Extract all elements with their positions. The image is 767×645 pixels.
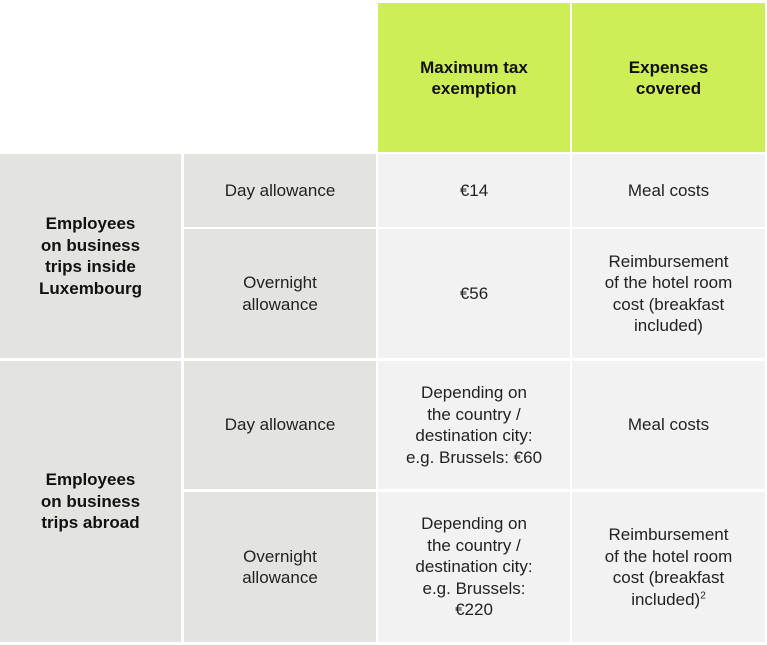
expenses-overnight-allowance-abroad: Reimbursement of the hotel room cost (br… <box>572 492 765 642</box>
exemption-day-allowance-abroad: Depending on the country / destination c… <box>378 361 570 489</box>
row-type-label: Overnight allowance <box>242 546 318 588</box>
expenses-day-allowance-abroad: Meal costs <box>572 361 765 489</box>
exemption-value: Depending on the country / destination c… <box>405 383 543 467</box>
expenses-value: Meal costs <box>627 415 710 435</box>
exemption-overnight-allowance-abroad: Depending on the country / destination c… <box>378 492 570 642</box>
row-type-label: Overnight allowance <box>242 273 318 314</box>
group-label-inside-luxembourg-text: Employees on business trips inside Luxem… <box>39 214 142 298</box>
expenses-overnight-allowance-inside: Reimbursement of the hotel room cost (br… <box>572 229 765 358</box>
expenses-value: Reimbursement of the hotel room cost (br… <box>604 251 733 336</box>
header-expenses-covered-label: Expenses covered <box>628 57 709 98</box>
expenses-text: Reimbursement of the hotel room cost (br… <box>604 525 733 609</box>
exemption-day-allowance-inside: €14 <box>378 154 570 227</box>
group-label-abroad: Employees on business trips abroad <box>0 361 181 642</box>
group-label-inside-luxembourg: Employees on business trips inside Luxem… <box>0 154 181 358</box>
expenses-day-allowance-inside: Meal costs <box>572 154 765 227</box>
header-max-tax-exemption-label: Maximum tax exemption <box>420 57 528 98</box>
expenses-value: Meal costs <box>627 180 710 200</box>
footnote-marker: 2 <box>700 589 706 601</box>
exemption-value: €14 <box>459 180 489 200</box>
header-expenses-covered: Expenses covered <box>572 3 765 152</box>
row-type-day-allowance-inside: Day allowance <box>184 154 376 227</box>
row-type-day-allowance-abroad: Day allowance <box>184 361 376 489</box>
exemption-overnight-allowance-inside: €56 <box>378 229 570 358</box>
row-type-overnight-allowance-abroad: Overnight allowance <box>184 492 376 642</box>
row-type-label: Day allowance <box>224 415 336 435</box>
group-label-abroad-text: Employees on business trips abroad <box>40 470 141 533</box>
expenses-value: Reimbursement of the hotel room cost (br… <box>605 524 733 610</box>
row-type-label: Day allowance <box>224 180 336 200</box>
exemption-value: €56 <box>459 283 489 303</box>
header-max-tax-exemption: Maximum tax exemption <box>378 3 570 152</box>
row-type-overnight-allowance-inside: Overnight allowance <box>184 229 376 358</box>
exemption-value: Depending on the country / destination c… <box>415 514 533 620</box>
